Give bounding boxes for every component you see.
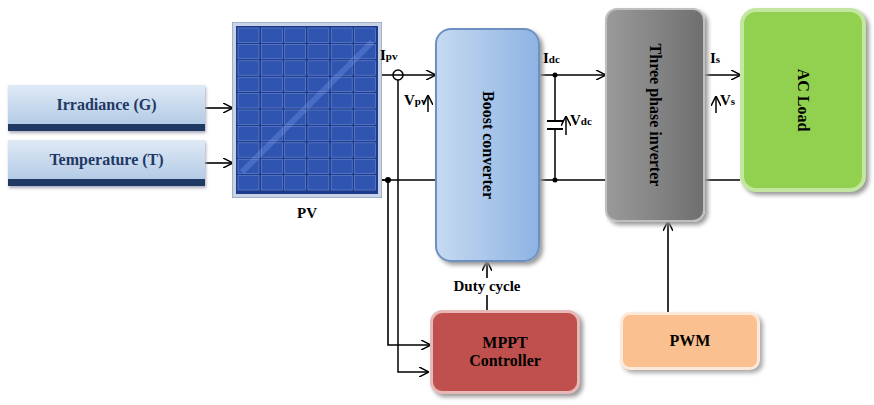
- node-label: Boost converter: [479, 91, 497, 199]
- edge-label: Duty cycle: [450, 278, 523, 295]
- connector: [540, 74, 605, 76]
- node-label: Irradiance (G): [57, 96, 157, 114]
- converter-box: Boost converter: [435, 28, 540, 262]
- connector: [205, 107, 232, 109]
- connector: [382, 180, 430, 345]
- connector: [667, 222, 669, 312]
- pwm-box: PWM: [620, 312, 760, 370]
- input-band: Irradiance (G): [8, 85, 205, 131]
- node-label: Three phase inverter: [646, 44, 664, 187]
- node-label: Temperature (T): [49, 151, 163, 169]
- signal-label: Vdc: [570, 112, 592, 129]
- solar-panel-art: [232, 22, 382, 198]
- connector: [382, 74, 435, 76]
- load-box: AC Load: [740, 8, 866, 192]
- capacitor-plate: [547, 120, 563, 122]
- junction-dot: [553, 178, 558, 183]
- ac-wire: [705, 179, 740, 181]
- capacitor-lead: [554, 129, 556, 180]
- inverter-box: Three phase inverter: [605, 8, 705, 222]
- node-label: PWM: [670, 332, 711, 350]
- dc-wire: [540, 179, 605, 181]
- node-label: AC Load: [794, 69, 812, 132]
- connector: [705, 74, 740, 76]
- voltage-arrow: [715, 97, 717, 113]
- signal-label: Vs: [720, 92, 735, 109]
- input-band: Temperature (T): [8, 140, 205, 186]
- signal-label: Vpv: [404, 92, 426, 109]
- signal-label: Is: [710, 50, 720, 67]
- node-label: PV: [232, 205, 382, 222]
- capacitor-lead: [554, 75, 556, 121]
- voltage-arrow: [427, 96, 429, 112]
- voltage-arrow: [565, 117, 567, 135]
- controller-box: MPPT Controller: [430, 310, 580, 394]
- signal-label: Idc: [543, 50, 560, 67]
- connector: [205, 162, 232, 164]
- sense-line: [398, 80, 428, 372]
- signal-label: Ipv: [380, 47, 397, 64]
- node-label: MPPT Controller: [453, 334, 557, 370]
- pv-panel: PV: [232, 22, 382, 222]
